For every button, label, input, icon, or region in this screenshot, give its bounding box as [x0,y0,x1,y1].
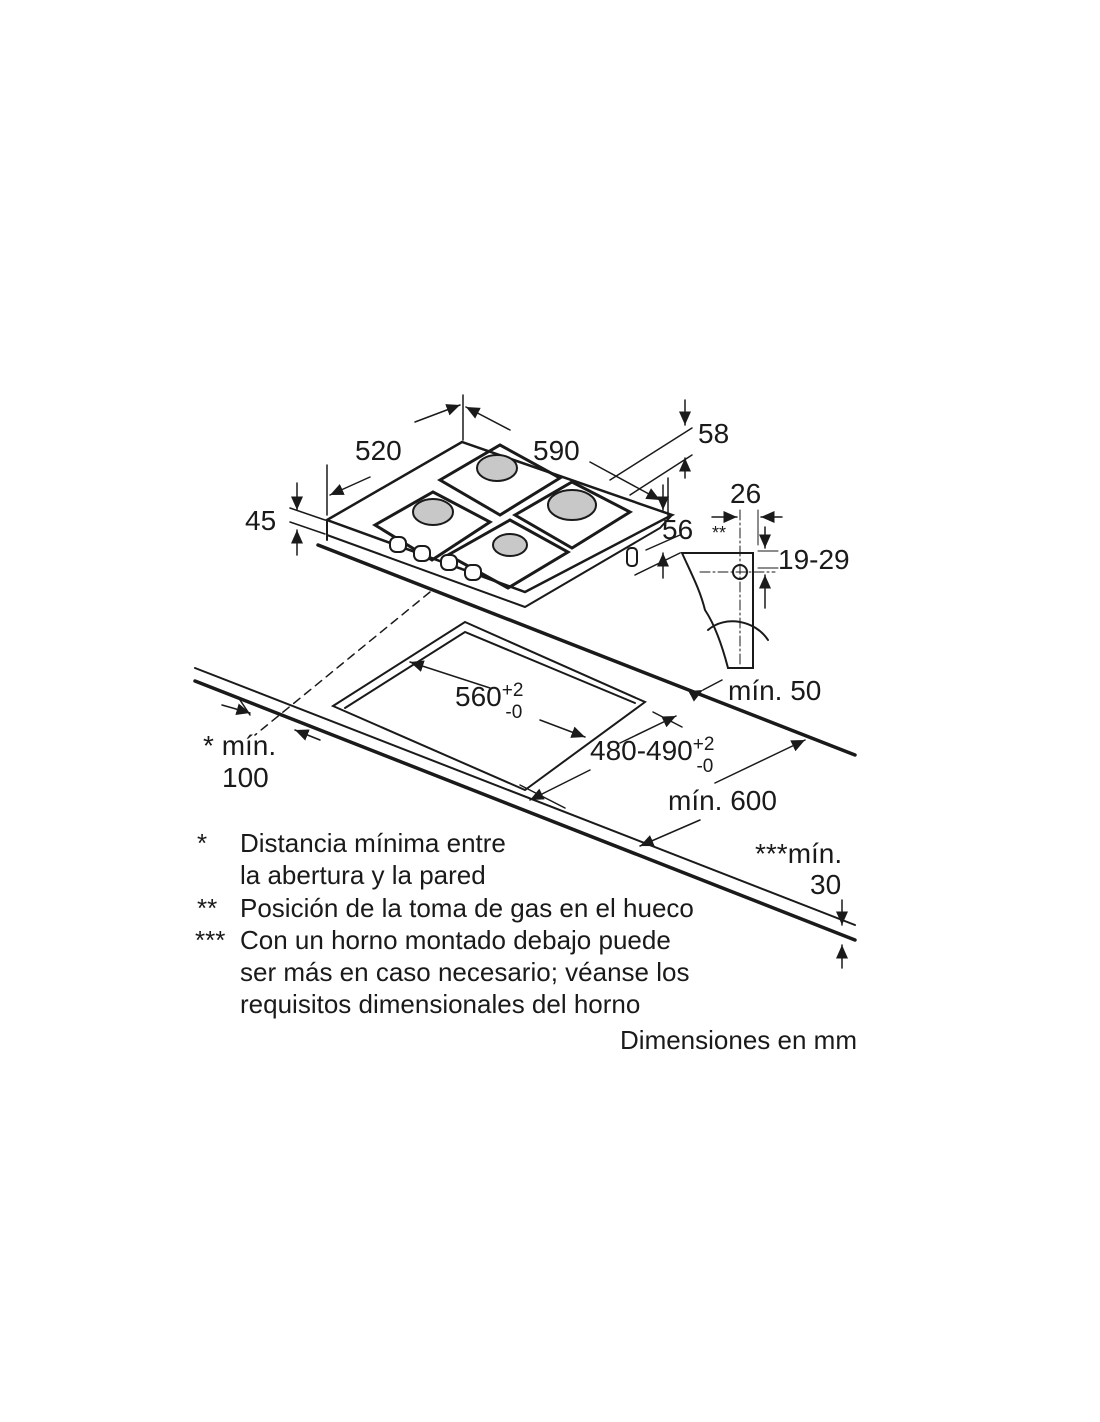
height-dimension-label: 45 [245,505,277,536]
burners [412,454,597,557]
depth-dimension-label: 520 [355,435,402,466]
footnote-text: Posición de la toma de gas en el hueco [240,893,694,923]
control-knobs [389,536,638,581]
hob [324,440,676,609]
min-side-label: * mín. [203,730,277,761]
gas-offset-label: 26 [730,478,762,509]
footnote-text: Distancia mínima entre [240,828,506,858]
cutout [330,620,647,792]
min-thickness-value: 30 [810,869,842,900]
gas-marker-label: ** [712,523,727,543]
min-thickness-label: ***mín. [755,838,843,869]
footnote-text: Con un horno montado debajo puede [240,925,671,955]
footnote-marker: ** [197,893,218,923]
worktop [193,543,857,942]
footnote-text: ser más en caso necesario; véanse los [240,957,690,987]
footnote-marker: * [197,828,208,858]
pan-supports [372,443,634,590]
dimension-lines [221,394,848,969]
foot-height-label: 56 [662,514,694,545]
footnote-text: requisitos dimensionales del horno [240,989,641,1019]
footnote-marker: *** [195,925,226,955]
knob-offset-label: 58 [698,418,730,449]
cutout-depth-label: 480-490+2-0 [590,734,715,777]
gas-height-label: 19-29 [778,544,850,575]
gas-connection-detail [680,509,783,669]
units-note: Dimensiones en mm [620,1025,857,1055]
min-side-value: 100 [222,762,269,793]
width-dimension-label: 590 [533,435,580,466]
min-back-distance-label: mín. 50 [728,675,822,706]
footnote-text: la abertura y la pared [240,860,486,890]
cutout-width-label: 560+2-0 [455,680,524,723]
min-worktop-depth-label: mín. 600 [668,785,777,816]
